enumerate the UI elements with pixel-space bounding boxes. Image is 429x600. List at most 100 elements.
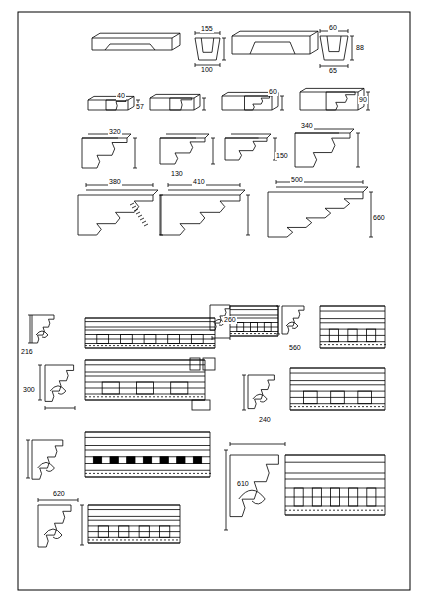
profile-line [246, 235, 250, 236]
profile-line [75, 406, 76, 410]
profile-line [129, 473, 131, 474]
profile-line [157, 396, 159, 397]
profile-line [141, 345, 143, 346]
profile-line [290, 384, 385, 385]
profile-line [224, 530, 228, 531]
dentil [331, 391, 345, 404]
profile-line [197, 473, 199, 474]
dentil [139, 526, 149, 537]
profile-line [320, 306, 385, 307]
profile-line [381, 510, 383, 511]
profile-line [93, 473, 95, 474]
profile-line [204, 98, 205, 110]
profile-line [220, 63, 221, 67]
profile-line [356, 344, 358, 345]
profile-line [320, 311, 385, 312]
profile-line [145, 473, 147, 474]
profile-line [85, 360, 205, 400]
profile-line [161, 345, 163, 346]
profile-line [230, 315, 278, 316]
dentil [366, 329, 375, 342]
profile-line [273, 138, 277, 139]
profile-line [222, 96, 272, 110]
profile-line [337, 510, 339, 511]
profile-line [133, 473, 135, 474]
profile-line [276, 180, 277, 184]
profile-line [320, 348, 385, 349]
dentil [193, 457, 201, 464]
profile-line [270, 333, 272, 334]
dentil [127, 457, 135, 464]
profile-line [250, 333, 252, 334]
profile-line [88, 531, 180, 532]
profile-line [325, 510, 327, 511]
profile-line [85, 396, 87, 397]
profile-line [40, 365, 41, 400]
profile-line [181, 345, 183, 346]
profile-line [278, 306, 279, 334]
profile-line [313, 510, 315, 511]
profile-line [85, 450, 210, 451]
profile-line [177, 345, 179, 346]
profile-line [26, 440, 30, 441]
profile-line [295, 133, 350, 167]
profile-line [148, 539, 150, 540]
profile-line [212, 336, 213, 340]
profile-line [189, 473, 191, 474]
profile-line [377, 510, 379, 511]
profile-line [85, 432, 210, 433]
profile-line [348, 64, 349, 68]
profile-line [133, 396, 135, 397]
profile-line [78, 195, 153, 235]
profile-line [230, 442, 231, 446]
dentil [160, 526, 170, 537]
profile-line [366, 92, 370, 93]
profile-line [32, 440, 63, 479]
profile-line [201, 396, 203, 397]
detail [190, 358, 200, 370]
profile-line [125, 473, 127, 474]
profile-line [285, 455, 385, 515]
profile-line [88, 100, 128, 110]
profile-line [85, 372, 205, 373]
profile-line [160, 138, 205, 164]
profile-line [326, 92, 355, 110]
profile-line [290, 397, 385, 398]
profile-line [276, 334, 280, 335]
profile-line [384, 344, 386, 345]
dentil [349, 488, 358, 506]
profile-line [322, 406, 324, 407]
dimension-label: 90 [358, 96, 368, 104]
profile-line [222, 60, 226, 61]
profile-line [38, 365, 42, 366]
profile-line [121, 396, 123, 397]
profile-line [369, 192, 373, 193]
profile-line [89, 345, 91, 346]
profile-line [345, 510, 347, 511]
profile-line [232, 31, 318, 36]
profile-line [150, 98, 194, 110]
profile-line [245, 96, 270, 110]
profile-line [189, 345, 191, 346]
dimension-label: 60 [268, 88, 278, 96]
profile-line [369, 237, 373, 238]
profile-line [78, 498, 79, 502]
dentil [136, 382, 153, 394]
profile-line [38, 500, 78, 501]
profile-line [117, 473, 119, 474]
profile-line [344, 344, 346, 345]
profile-line [230, 333, 232, 334]
dentil [143, 457, 151, 464]
profile-line [165, 473, 167, 474]
dimension-label: 57 [135, 103, 145, 111]
dentil [294, 488, 303, 506]
profile-line [285, 497, 385, 498]
scroll-bracket [50, 386, 66, 394]
profile-line [197, 396, 199, 397]
profile-line [360, 344, 362, 345]
profile-line [145, 396, 147, 397]
profile-line [161, 195, 162, 235]
profile-line [133, 138, 137, 139]
profile-line [128, 539, 130, 540]
